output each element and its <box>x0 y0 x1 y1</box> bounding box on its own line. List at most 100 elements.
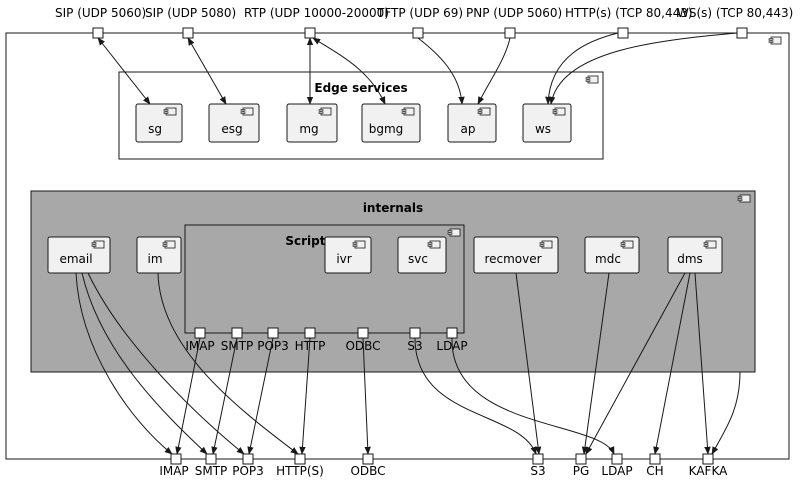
script-port-odbc[interactable] <box>357 327 369 339</box>
bottom-port-odbc[interactable] <box>362 453 374 465</box>
port-label-tftp: TFTP (UDP 69) <box>376 6 463 20</box>
link-script-pop3 <box>247 337 274 455</box>
link-im-https <box>157 272 299 455</box>
bottom-port-pop3[interactable] <box>242 453 254 465</box>
bottom-port-label-ch: CH <box>646 464 663 478</box>
bottom-port-label-pop3: POP3 <box>232 464 264 478</box>
bottom-port-imap[interactable] <box>170 453 182 465</box>
component-icon <box>768 36 782 45</box>
link-script-smtp <box>211 337 238 455</box>
edge-services-title: Edge services <box>314 81 407 95</box>
component-svc[interactable]: svc <box>397 236 447 274</box>
bottom-port-s3[interactable] <box>532 453 544 465</box>
port-label-sip5080: SIP (UDP 5080) <box>145 6 236 20</box>
component-dms[interactable]: dms <box>667 236 723 274</box>
port-http[interactable] <box>617 27 629 39</box>
link-sip5060-sg <box>97 37 151 105</box>
component-bgmg[interactable]: bgmg <box>361 103 421 143</box>
bottom-port-pg[interactable] <box>575 453 587 465</box>
link-email-imap <box>75 272 173 455</box>
port-label-http: HTTP(s) (TCP 80,443) <box>565 6 693 20</box>
component-icon <box>447 228 461 237</box>
component-im[interactable]: im <box>136 236 182 274</box>
component-icon <box>585 75 599 84</box>
link-script-imap <box>175 337 201 455</box>
component-email-label: email <box>59 252 92 266</box>
port-label-pnp: PNP (UDP 5060) <box>466 6 562 20</box>
script-port-label-pop3: POP3 <box>257 339 289 353</box>
script-port-ldap[interactable] <box>446 327 458 339</box>
internals-title: internals <box>363 201 423 215</box>
component-ivr-label: ivr <box>336 252 351 266</box>
port-sip5060[interactable] <box>92 27 104 39</box>
component-ap-label: ap <box>461 122 476 136</box>
bottom-port-label-https: HTTP(S) <box>276 464 324 478</box>
bottom-port-label-pg: PG <box>573 464 590 478</box>
link-pnp-ap <box>477 37 511 105</box>
component-sg-label: sg <box>148 122 162 136</box>
component-mg[interactable]: mg <box>286 103 338 143</box>
component-ivr[interactable]: ivr <box>324 236 372 274</box>
component-mdc[interactable]: mdc <box>584 236 640 274</box>
bottom-port-smtp[interactable] <box>205 453 217 465</box>
link-script-ldap <box>451 337 615 455</box>
port-rtp[interactable] <box>304 27 316 39</box>
component-im-label: im <box>147 252 162 266</box>
bottom-port-label-kafka: KAFKA <box>689 464 728 478</box>
port-pnp[interactable] <box>504 27 516 39</box>
bottom-port-label-s3: S3 <box>530 464 545 478</box>
port-tftp[interactable] <box>412 27 424 39</box>
bottom-port-label-odbc: ODBC <box>350 464 385 478</box>
link-dms-ch <box>653 272 691 455</box>
script-port-s3[interactable] <box>409 327 421 339</box>
bottom-port-ch[interactable] <box>649 453 661 465</box>
script-port-label-http: HTTP <box>295 339 326 353</box>
component-ap[interactable]: ap <box>447 103 497 143</box>
component-mg-label: mg <box>299 122 318 136</box>
component-recmover-label: recmover <box>484 252 541 266</box>
link-dms-kafka <box>694 272 711 455</box>
port-label-ws: WS(s) (TCP 80,443) <box>677 6 793 20</box>
link-sip5080-esg <box>187 37 227 105</box>
link-rtp-bgmg <box>312 37 386 105</box>
component-svc-label: svc <box>408 252 428 266</box>
link-mdc-pg <box>581 272 610 455</box>
component-recmover[interactable]: recmover <box>473 236 559 274</box>
component-esg[interactable]: esg <box>208 103 260 143</box>
component-sg[interactable]: sg <box>135 103 183 143</box>
script-port-imap[interactable] <box>194 327 206 339</box>
component-email[interactable]: email <box>47 236 111 274</box>
component-ws-label: ws <box>535 122 551 136</box>
component-ws[interactable]: ws <box>522 103 572 143</box>
script-port-label-imap: IMAP <box>185 339 214 353</box>
link-email-pop3 <box>87 272 245 455</box>
port-label-sip5060: SIP (UDP 5060) <box>55 6 146 20</box>
component-bgmg-label: bgmg <box>369 122 404 136</box>
scripts-title: Scripts <box>285 234 332 248</box>
link-recmover-s3 <box>515 272 542 455</box>
bottom-port-label-smtp: SMTP <box>195 464 228 478</box>
link-ws-ws <box>549 32 738 105</box>
link-internals-kafka <box>711 371 741 455</box>
script-port-pop3[interactable] <box>267 327 279 339</box>
link-script-odbc <box>362 337 371 455</box>
port-sip5080[interactable] <box>182 27 194 39</box>
script-port-smtp[interactable] <box>231 327 243 339</box>
component-esg-label: esg <box>221 122 242 136</box>
link-script-http <box>299 337 311 455</box>
bottom-port-ldap[interactable] <box>611 453 623 465</box>
component-dms-label: dms <box>677 252 703 266</box>
bottom-port-kafka[interactable] <box>702 453 714 465</box>
script-port-http[interactable] <box>304 327 316 339</box>
script-port-label-smtp: SMTP <box>221 339 254 353</box>
link-script-s3 <box>414 337 537 455</box>
bottom-port-label-imap: IMAP <box>159 464 188 478</box>
bottom-port-label-ldap: LDAP <box>601 464 632 478</box>
component-mdc-label: mdc <box>595 252 621 266</box>
link-email-smtp <box>81 272 208 455</box>
port-ws[interactable] <box>736 27 748 39</box>
component-icon <box>737 194 751 203</box>
port-label-rtp: RTP (UDP 10000-20000) <box>244 6 389 20</box>
bottom-port-https[interactable] <box>294 453 306 465</box>
